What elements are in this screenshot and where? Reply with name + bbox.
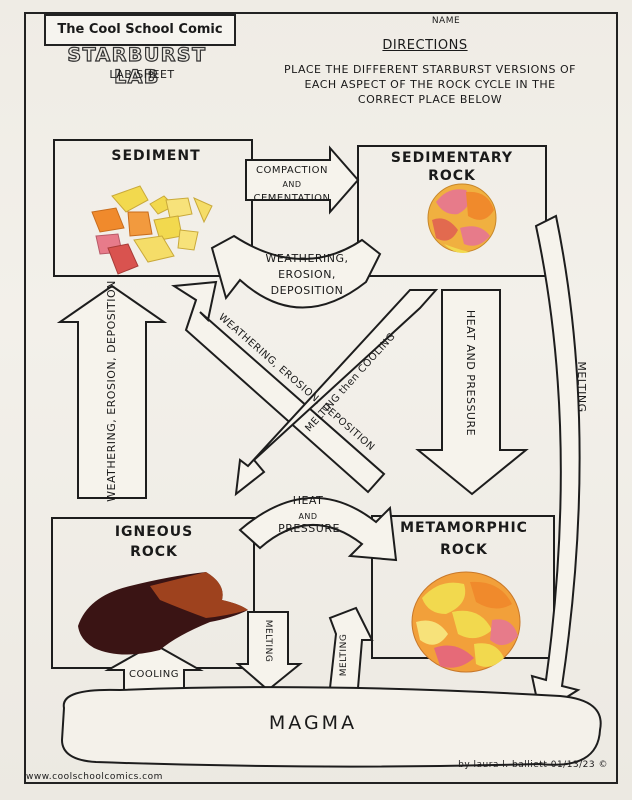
- comic-title: The Cool School Comic: [44, 14, 236, 46]
- sedimentary-label-1: SEDIMENTARY: [390, 150, 514, 166]
- sheet-border: [24, 12, 618, 784]
- compaction-label-3: CEMENTATION: [253, 193, 331, 204]
- name-label: NAME: [431, 16, 461, 26]
- heat-curve-label-2: AND: [298, 512, 318, 521]
- heat-pressure-vertical-label: HEAT AND PRESSURE: [464, 309, 477, 437]
- melting-up-arrow: [328, 606, 374, 689]
- lab-title: STARBURST LAB: [67, 43, 207, 88]
- igneous-label-2: ROCK: [130, 544, 178, 560]
- sediment-box: [53, 139, 253, 277]
- sedimentary-label-2: ROCK: [428, 168, 476, 184]
- magma-blob: [60, 686, 602, 768]
- melting-up-label: MELTING: [339, 633, 349, 677]
- sedimentary-rock-candy: [427, 183, 497, 253]
- weather-curve-label-3: DEPOSITION: [270, 284, 344, 297]
- melting-right-label: MELTING: [575, 361, 588, 413]
- metamorphic-label-2: ROCK: [440, 542, 488, 558]
- directions-text: PLACE THE DIFFERENT STARBURST VERSIONS O…: [284, 63, 576, 106]
- igneous-label-1: IGNEOUS: [114, 524, 194, 540]
- metamorphic-rock-candy: [411, 571, 521, 673]
- melting-right-arrow: [530, 214, 581, 716]
- left-up-arrow: [56, 284, 168, 499]
- compaction-label-2: AND: [282, 180, 302, 189]
- left-up-arrow-label: WEATHERING, EROSION, DEPOSITION: [105, 280, 118, 502]
- footer-website: www.coolschoolcomics.com: [26, 772, 163, 782]
- cooling-label: COOLING: [129, 669, 179, 680]
- heat-curve-label-1: HEAT: [292, 494, 324, 507]
- heat-curve-label-3: PRESSURE: [278, 522, 340, 535]
- melting-down-label: MELTING: [263, 619, 273, 663]
- directions-heading: DIRECTIONS: [382, 38, 468, 53]
- heat-pressure-curve-arrow: [238, 496, 398, 562]
- lab-subtitle: LAB SHEET: [109, 68, 175, 81]
- compaction-label-1: COMPACTION: [256, 165, 328, 176]
- compaction-arrow: [245, 145, 360, 215]
- footer-credit: by laura l. balliett 01/13/23 ©: [458, 760, 608, 770]
- weathering-curve-arrow: [210, 234, 382, 309]
- melting-down-arrow: [235, 611, 303, 692]
- sediment-label: SEDIMENT: [111, 148, 201, 164]
- diagonal-weathering-arrow: [171, 280, 386, 494]
- diagonal-melting-arrow: [234, 289, 439, 497]
- heat-pressure-down-arrow: [415, 289, 529, 496]
- weather-curve-label-2: EROSION,: [278, 268, 336, 281]
- sediment-candies: [91, 185, 213, 275]
- igneous-rock-candy: [78, 572, 248, 655]
- sedimentary-box: [357, 145, 547, 277]
- weather-curve-label-1: WEATHERING,: [265, 252, 349, 265]
- magma-label: MAGMA: [268, 712, 358, 734]
- metamorphic-label-1: METAMORPHIC: [400, 520, 528, 536]
